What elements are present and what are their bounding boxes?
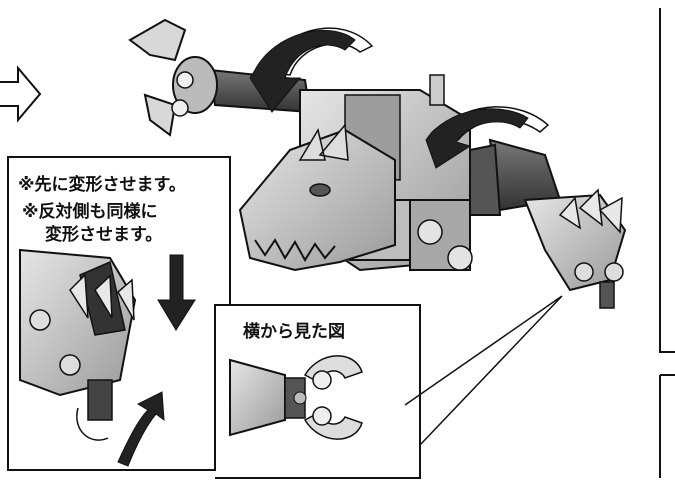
right-panel-border-lower [659, 374, 675, 478]
note-line-3: 変形させます。 [45, 225, 163, 245]
step-arrow-icon [0, 65, 42, 123]
side-view-inset [215, 304, 421, 479]
side-view-label: 横から見た図 [243, 322, 345, 342]
note-line-1: ※先に変形させます。 [18, 175, 186, 195]
right-panel-border [659, 8, 675, 353]
rotate-arrow-left-icon [249, 27, 374, 113]
note-line-2: ※反対側も同様に [22, 202, 158, 222]
up-arrow-icon [117, 391, 165, 467]
down-arrow-icon [157, 254, 196, 331]
callout-lines [404, 295, 563, 446]
rotate-arrow-right-icon [425, 106, 550, 169]
